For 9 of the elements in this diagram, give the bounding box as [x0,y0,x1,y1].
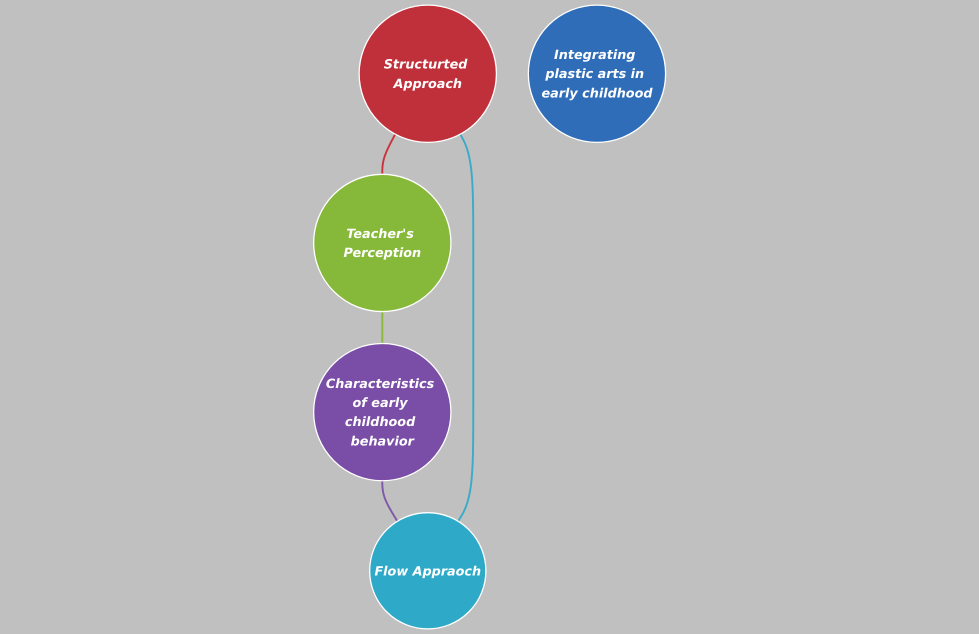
connector [381,312,384,344]
node-circle: Structurted Approach [358,4,497,144]
node-circle: Integrating plastic arts in early childhood [528,4,666,144]
connector [457,134,474,522]
connector [381,480,398,522]
node-circle: Flow Appraoch [368,512,486,630]
node-circle: Characteristics of early childhood behavior [312,342,452,482]
node-circle: Teacher's Perception [312,174,452,312]
connector [381,134,396,174]
